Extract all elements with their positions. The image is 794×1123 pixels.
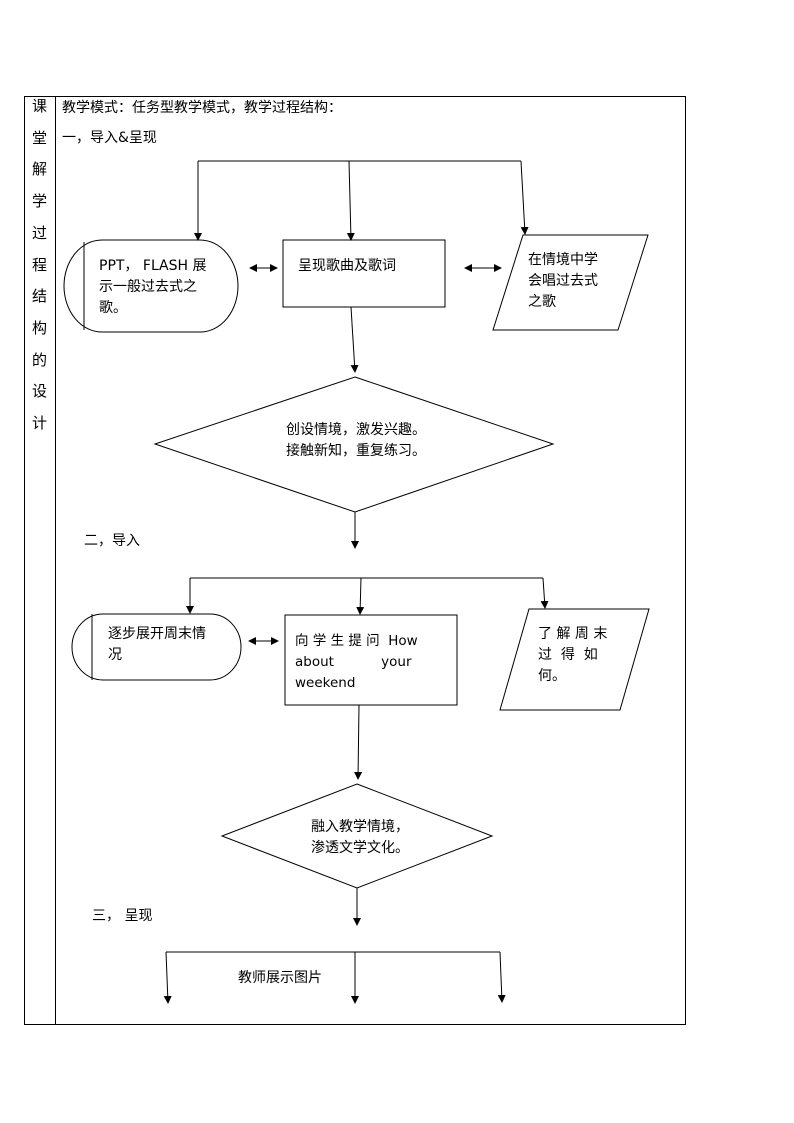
side-title: 课 堂 解 学 过 程 结 构 的 设 计 [24, 96, 55, 440]
box-line: 歌。 [99, 300, 127, 316]
box-line: 逐步展开周末情 [108, 626, 206, 642]
side-char: 构 [31, 318, 47, 337]
section2-title: 二，导入 [84, 533, 140, 549]
diamond-line: 渗透文学文化。 [311, 840, 409, 856]
center-box-text: 呈现歌曲及歌词 [298, 258, 396, 274]
arrow-down [163, 951, 172, 1004]
side-char: 解 [31, 160, 47, 179]
box-line: 在情境中学 [528, 252, 598, 268]
box-line: 向 学 生 提 问 How [295, 633, 418, 649]
box-line: 过 得 如 [538, 647, 598, 663]
center-box [282, 239, 446, 308]
side-char: 的 [31, 350, 47, 369]
diamond-line: 创设情境，激发兴趣。 [286, 422, 426, 438]
box-line: weekend [295, 675, 356, 691]
box-line: 了 解 周 末 [538, 626, 608, 642]
box-line: about your [295, 654, 412, 670]
arrow-down [354, 704, 363, 780]
side-char: 设 [31, 382, 47, 401]
arrow-down [520, 160, 529, 235]
box-line: PPT， FLASH 展 [99, 258, 207, 274]
box-line: 会唱过去式 [528, 273, 598, 289]
diamond-line: 融入教学情境， [311, 819, 409, 835]
column-divider [55, 96, 56, 1025]
header-text: 教学模式：任务型教学模式，教学过程结构： [62, 100, 342, 116]
left-box-text: PPT， FLASH 展 示一般过去式之 歌。 [99, 256, 217, 319]
diamond-2-text: 融入教学情境， 渗透文学文化。 [311, 817, 409, 859]
arrow-down [346, 160, 355, 241]
diamond-1-text: 创设情境，激发兴趣。 接触新知，重复练习。 [286, 420, 426, 462]
box-line: 况 [108, 647, 122, 663]
side-char: 过 [31, 223, 47, 242]
box-line: 示一般过去式之 [99, 279, 197, 295]
center-box [284, 614, 458, 706]
teacher-label: 教师展示图片 [238, 970, 322, 986]
table-border [24, 96, 686, 1025]
left-rounded-box [71, 613, 242, 681]
left-rounded-box [63, 239, 239, 333]
arrow-down [497, 951, 506, 1003]
side-char: 堂 [31, 128, 47, 147]
left-box-text: 逐步展开周末情 况 [108, 624, 206, 666]
box-line: 何。 [538, 668, 566, 684]
arrow-down [356, 577, 365, 615]
right-parallelogram [499, 608, 650, 711]
arrow-down [350, 306, 359, 373]
right-box-text: 了 解 周 末 过 得 如 何。 [538, 624, 607, 687]
right-parallelogram [492, 234, 649, 331]
section3-title: 三， 呈现 [92, 908, 153, 924]
center-box-text: 向 学 生 提 问 How about your weekend [295, 631, 443, 694]
side-char: 学 [31, 192, 47, 211]
side-char: 课 [31, 97, 47, 115]
side-char: 程 [31, 255, 47, 274]
section1-title: 一，导入&呈现 [62, 130, 157, 146]
box-line: 之歌 [528, 294, 556, 310]
side-char: 结 [31, 287, 47, 306]
diamond-line: 接触新知，重复练习。 [286, 443, 426, 459]
side-char: 计 [31, 414, 47, 433]
arrow-down [540, 577, 549, 609]
right-box-text: 在情境中学 会唱过去式 之歌 [528, 250, 598, 313]
